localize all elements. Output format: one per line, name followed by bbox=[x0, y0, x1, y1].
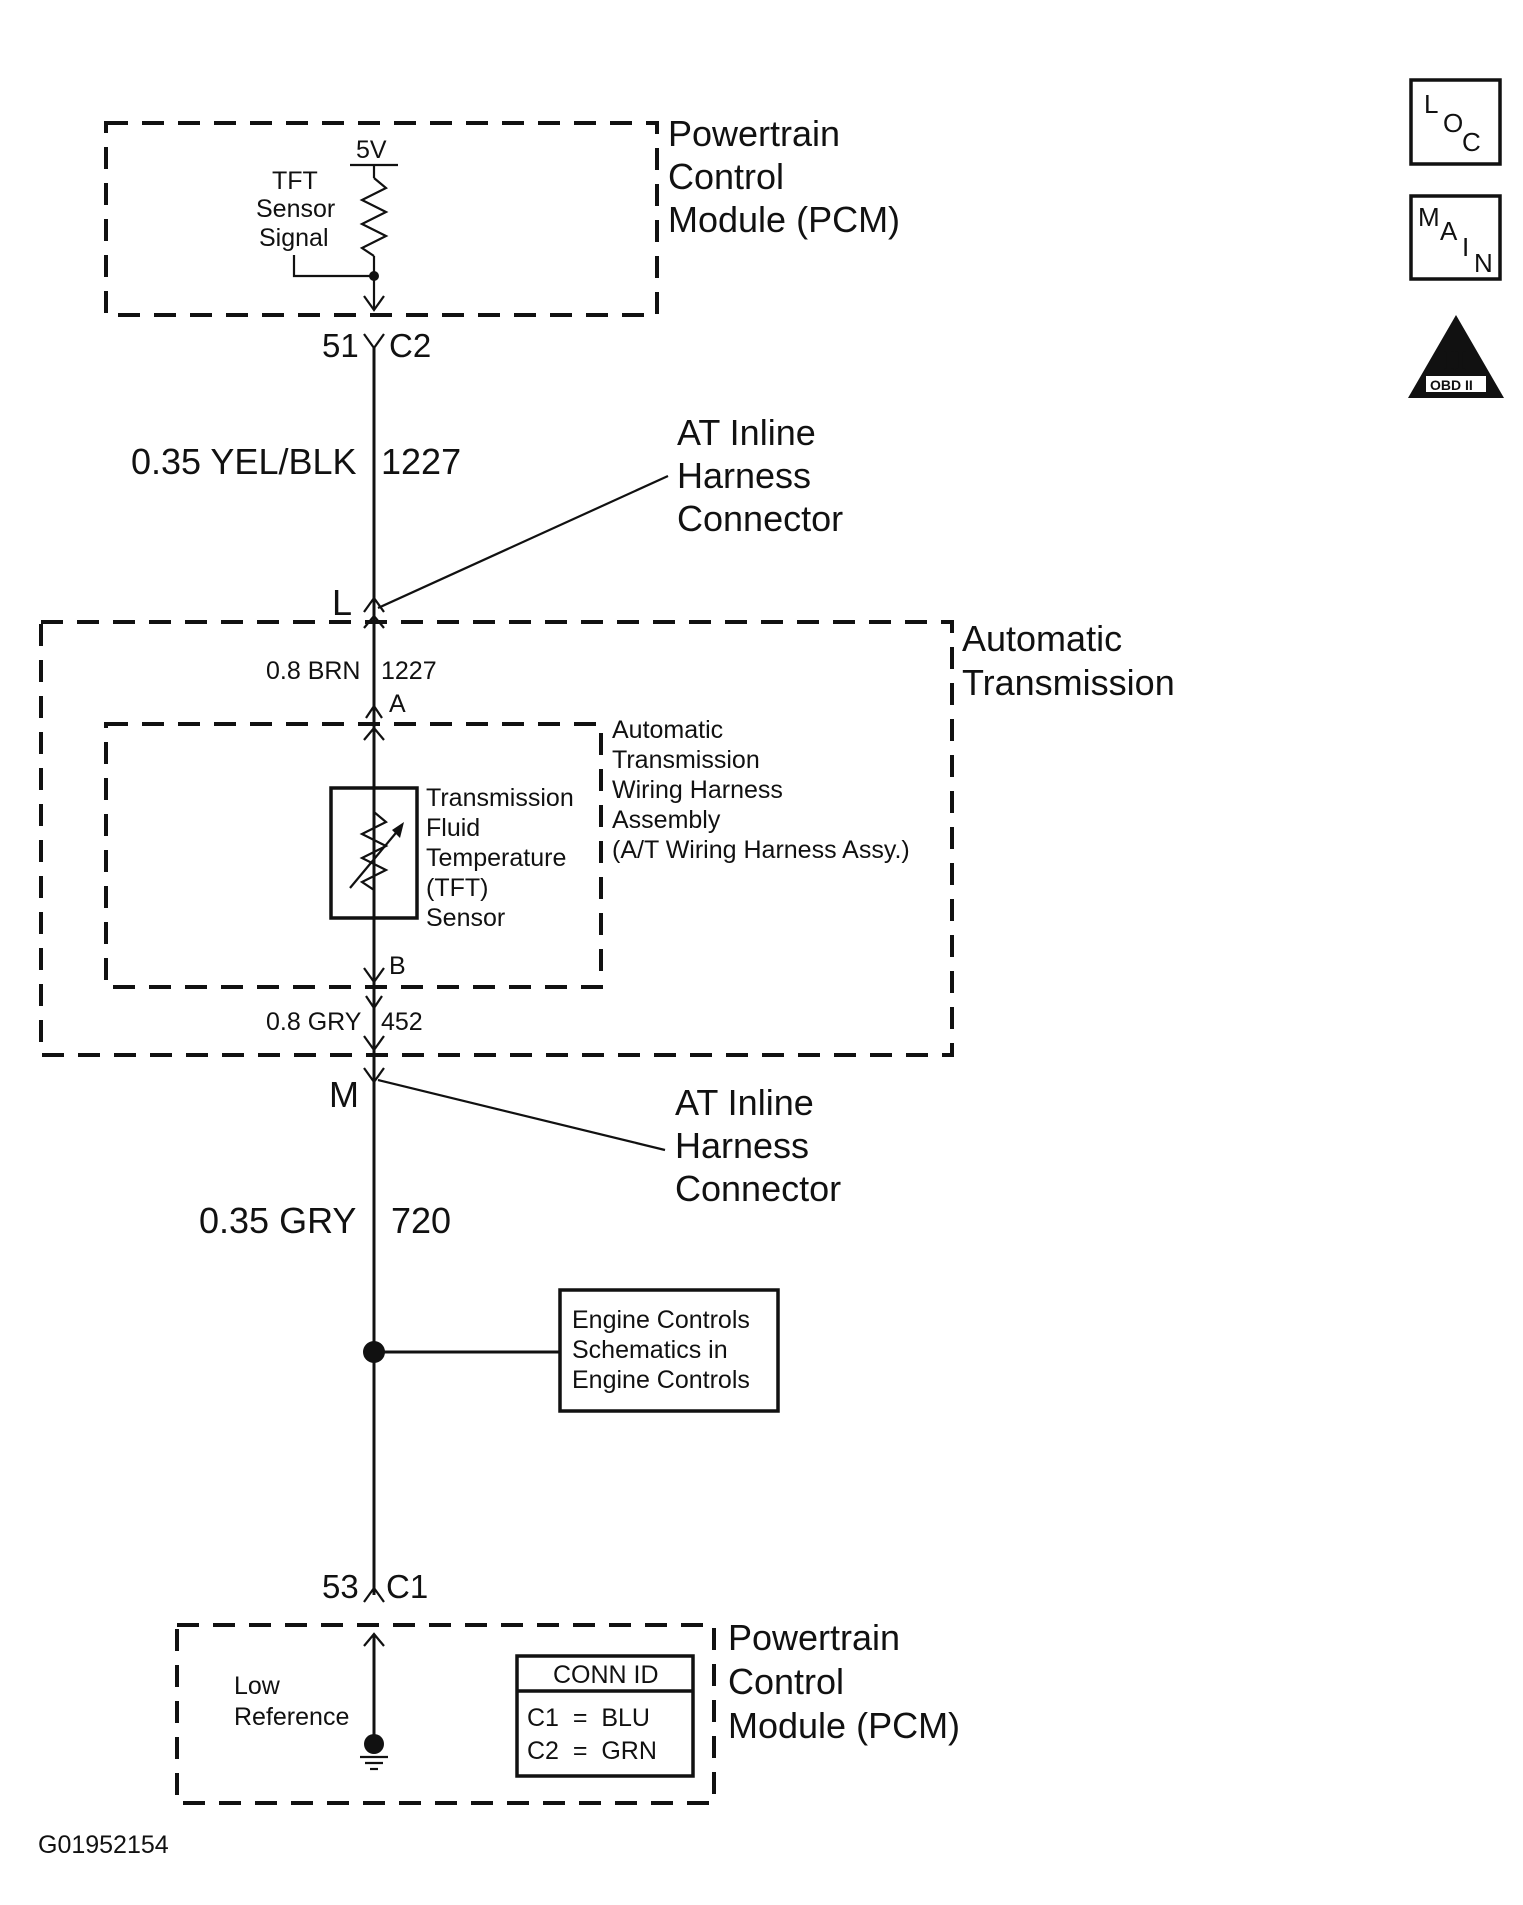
pcm-top-box bbox=[104, 121, 659, 317]
pcm-bottom-title-2: Control bbox=[728, 1661, 844, 1702]
harness-label-4: Assembly bbox=[612, 806, 721, 834]
svg-text:I: I bbox=[1462, 232, 1469, 262]
connector-c2-symbol bbox=[363, 333, 385, 350]
low-ref-line-2: Reference bbox=[234, 1703, 349, 1731]
auto-trans-title-1: Automatic bbox=[962, 618, 1122, 659]
tft-label-4: (TFT) bbox=[426, 874, 488, 902]
harness-label-5: (A/T Wiring Harness Assy.) bbox=[612, 836, 910, 864]
inline-1-leader bbox=[377, 474, 669, 610]
tft-thermistor bbox=[359, 800, 389, 906]
svg-text:II: II bbox=[1443, 344, 1466, 377]
auto-trans-box bbox=[39, 620, 954, 1057]
wire-a-circuit: 1227 bbox=[381, 657, 437, 685]
harness-label-2: Transmission bbox=[612, 746, 760, 774]
pcm-top-title-1: Powertrain bbox=[668, 113, 840, 154]
inline-2-label-2: Harness bbox=[675, 1125, 809, 1166]
main-icon: M A I N bbox=[1409, 194, 1502, 281]
tft-label-2: Fluid bbox=[426, 814, 480, 842]
inline-1-label-2: Harness bbox=[677, 455, 811, 496]
harness-label-1: Automatic bbox=[612, 716, 723, 744]
obd-ii-icon: II OBD II bbox=[1408, 315, 1504, 398]
wire-bottom-circuit: 720 bbox=[391, 1200, 451, 1241]
wire-top-gauge: 0.35 YEL/BLK bbox=[131, 441, 357, 482]
tft-sensor-box bbox=[329, 786, 419, 920]
inline-1-symbol bbox=[363, 596, 385, 613]
engine-controls-label-3: Engine Controls bbox=[572, 1366, 750, 1394]
pin-b-symbol bbox=[365, 995, 383, 1010]
svg-text:OBD II: OBD II bbox=[1430, 377, 1473, 393]
wire-bottom-gauge: 0.35 GRY bbox=[199, 1200, 356, 1241]
svg-text:A: A bbox=[1440, 216, 1458, 246]
wire-b-gauge: 0.8 GRY bbox=[266, 1008, 362, 1036]
pullup-resistor bbox=[359, 177, 389, 257]
connector-top-pin: 51 bbox=[322, 327, 359, 364]
inline-2-leader bbox=[377, 1078, 666, 1152]
inline-1-label-1: AT Inline bbox=[677, 412, 816, 453]
conn-id-row-1: C1 = BLU bbox=[527, 1704, 650, 1732]
signal-line-1: TFT bbox=[272, 167, 318, 195]
tft-label-3: Temperature bbox=[426, 844, 566, 872]
engine-controls-label-2: Schematics in bbox=[572, 1336, 728, 1364]
tft-label-5: Sensor bbox=[426, 904, 505, 932]
pcm-top-title-3: Module (PCM) bbox=[668, 199, 900, 240]
connector-bottom-pin: 53 bbox=[322, 1568, 359, 1605]
wire-top-circuit: 1227 bbox=[381, 441, 461, 482]
svg-text:N: N bbox=[1474, 248, 1493, 278]
conn-id-table bbox=[515, 1654, 695, 1778]
ground-dot bbox=[364, 1734, 384, 1754]
pin-a-symbol bbox=[365, 704, 383, 719]
svg-text:C: C bbox=[1462, 127, 1481, 157]
voltage-label: 5V bbox=[356, 136, 387, 164]
pin-a-label: A bbox=[389, 690, 406, 718]
inline-1-pin: L bbox=[332, 582, 352, 623]
signal-line-3: Signal bbox=[259, 224, 329, 252]
svg-text:O: O bbox=[1443, 108, 1463, 138]
inline-2-label-3: Connector bbox=[675, 1168, 841, 1209]
auto-trans-title-2: Transmission bbox=[962, 662, 1175, 703]
conn-id-header: CONN ID bbox=[553, 1661, 659, 1689]
tft-label-1: Transmission bbox=[426, 784, 574, 812]
engine-controls-label-1: Engine Controls bbox=[572, 1306, 750, 1334]
pcm-bottom-title-3: Module (PCM) bbox=[728, 1705, 960, 1746]
wire-a-gauge: 0.8 BRN bbox=[266, 657, 360, 685]
inline-1-label-3: Connector bbox=[677, 498, 843, 539]
low-ref-line-1: Low bbox=[234, 1672, 281, 1700]
conn-id-row-2: C2 = GRN bbox=[527, 1737, 657, 1765]
svg-text:L: L bbox=[1424, 89, 1438, 119]
wire-b-circuit: 452 bbox=[381, 1008, 423, 1036]
pcm-bottom-title-1: Powertrain bbox=[728, 1617, 900, 1658]
pcm-bottom-box bbox=[175, 1623, 716, 1805]
inline-2-label-1: AT Inline bbox=[675, 1082, 814, 1123]
signal-line-2: Sensor bbox=[256, 195, 335, 223]
connector-top-conn: C2 bbox=[389, 327, 431, 364]
harness-assy-box bbox=[104, 722, 603, 989]
inline-2-pin: M bbox=[329, 1074, 359, 1115]
engine-controls-box bbox=[558, 1288, 780, 1413]
connector-c1-symbol bbox=[363, 1586, 385, 1603]
harness-label-3: Wiring Harness bbox=[612, 776, 783, 804]
connector-bottom-conn: C1 bbox=[386, 1568, 428, 1605]
pcm-top-title-2: Control bbox=[668, 156, 784, 197]
pin-b-label: B bbox=[389, 952, 406, 980]
svg-text:M: M bbox=[1418, 202, 1440, 232]
loc-icon: L O C bbox=[1409, 78, 1502, 166]
inline-2-symbol bbox=[363, 1067, 385, 1084]
figure-id: G01952154 bbox=[38, 1831, 169, 1859]
